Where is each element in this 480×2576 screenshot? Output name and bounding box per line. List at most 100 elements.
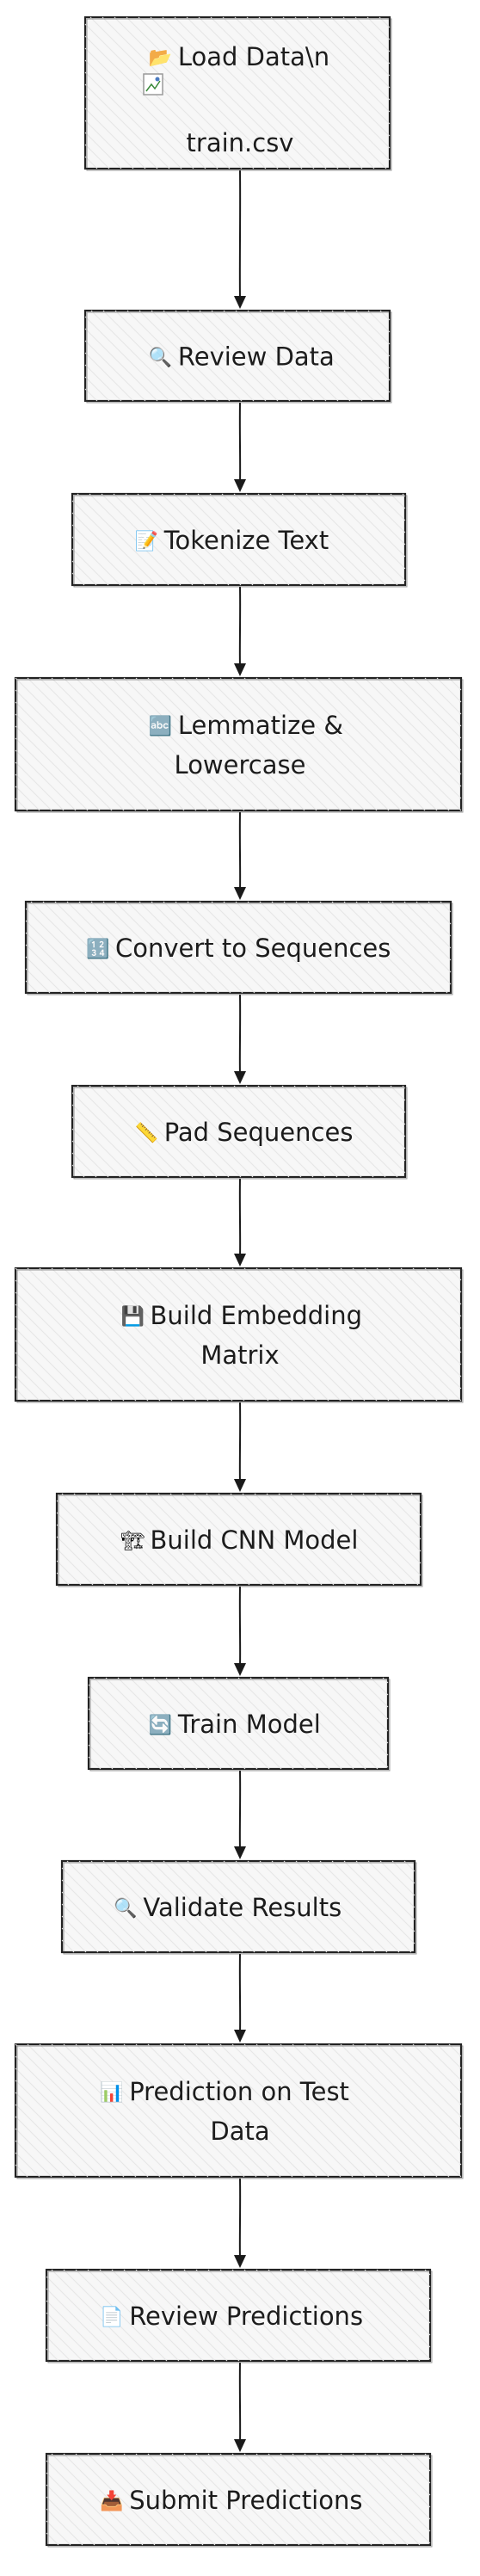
hatch-line [187, 310, 279, 402]
hatch-line [111, 2043, 245, 2178]
hatch-line [46, 2336, 71, 2362]
hatch-line [219, 2043, 354, 2178]
hatch-line [111, 2453, 204, 2546]
arrowhead [234, 2255, 246, 2268]
hatch-line [350, 1493, 422, 1564]
hatch-line [388, 2453, 431, 2496]
hatch-line [71, 1152, 97, 1178]
hatch-line [331, 1860, 415, 1944]
hatch-line [257, 493, 350, 586]
hatch-line [185, 493, 278, 586]
node-lemmatize-lowercase: 🔤Lemmatize &Lowercase [14, 676, 464, 813]
node-box-sketch [63, 1862, 417, 1955]
hatch-line [15, 689, 137, 811]
hatch-line [400, 2269, 431, 2300]
hatch-line [71, 548, 109, 586]
hatch-line [27, 1267, 161, 1402]
hatch-line [129, 1677, 222, 1770]
hatch-line [415, 901, 452, 937]
hatch-line [246, 16, 391, 161]
hatch-line [46, 2460, 132, 2546]
hatch-line [436, 1267, 462, 1293]
hatch-line [400, 2043, 462, 2105]
node-label: Load Data\n [178, 42, 329, 71]
hatch-line [27, 677, 161, 811]
hatch-line [63, 1267, 197, 1402]
hatch-line [15, 1316, 101, 1402]
hatch-line [245, 493, 338, 586]
hatch-line [292, 2453, 385, 2546]
hatch-line [213, 1677, 306, 1770]
hatch-line [183, 2043, 317, 2178]
hatch-line [293, 493, 386, 586]
hatch-line [305, 1085, 398, 1178]
hatch-line [219, 677, 354, 811]
hatch-line [169, 1493, 262, 1586]
hatch-line [424, 677, 462, 715]
hatch-line [342, 16, 391, 65]
arrowhead [234, 296, 246, 309]
hatch-line [87, 2453, 180, 2546]
node-label: Review Data [178, 342, 335, 372]
hatch-line [84, 144, 110, 169]
hatch-line [161, 493, 254, 586]
hatch-line [424, 2269, 431, 2276]
hatch-line [123, 2269, 216, 2362]
hatch-line [268, 2269, 360, 2362]
hatch-line [56, 1524, 118, 1586]
node-box-sketch [16, 2045, 464, 2179]
hatch-line [163, 1860, 255, 1953]
hatch-line [171, 677, 305, 811]
hatch-line [199, 310, 291, 402]
hatch-line [84, 340, 146, 402]
hatch-line [84, 35, 218, 169]
node-label: Train Model [177, 1710, 321, 1739]
hatch-line [424, 1267, 462, 1305]
broken-image-sun [155, 77, 160, 82]
hatch-line [316, 677, 450, 811]
refresh-icon: 🔄 [149, 1714, 172, 1736]
hatch-line [135, 2453, 228, 2546]
hatch-line [159, 1267, 293, 1402]
hatch-line [15, 2092, 101, 2178]
hatch-line [207, 2453, 300, 2546]
hatch-line [71, 1092, 157, 1178]
edge-arrow [234, 1586, 246, 1676]
memo-icon: 📝 [135, 530, 158, 552]
hatch-line [126, 1860, 219, 1953]
hatch-line [280, 2269, 372, 2362]
hatch-line [211, 1860, 304, 1953]
hatch-line [61, 1891, 123, 1953]
hatch-line [390, 1085, 406, 1101]
hatch-line [84, 132, 122, 169]
hatch-line [46, 2484, 108, 2546]
hatch-line [15, 773, 52, 811]
hatch-line [75, 1267, 209, 1402]
hatch-line [259, 310, 351, 402]
hatch-line [197, 493, 290, 586]
hatch-line [412, 677, 462, 727]
hatch-line [207, 1267, 342, 1402]
hatch-line [126, 310, 218, 402]
hatch-line [15, 1291, 125, 1402]
hatch-line [374, 1493, 422, 1540]
hatch-line [274, 1677, 366, 1770]
hatch-line [61, 1927, 87, 1953]
hatch-line [231, 2043, 366, 2178]
node-box [45, 2452, 432, 2547]
node-box-sketch [47, 2455, 433, 2548]
node-label: Convert to Sequences [115, 934, 391, 963]
hatch-line [15, 1376, 40, 1402]
node-pad-sequences: 📏Pad Sequences [71, 1084, 408, 1180]
hatch-line [255, 1267, 390, 1402]
hatch-line [177, 1677, 270, 1770]
hatch-line [75, 2453, 168, 2546]
hatch-line [171, 2269, 264, 2362]
hatch-line [367, 901, 452, 985]
hatch-line [135, 677, 269, 811]
hatch-line [219, 2269, 312, 2362]
hatch-line [147, 1267, 281, 1402]
hatch-line [63, 677, 197, 811]
hatch-line [126, 901, 219, 994]
